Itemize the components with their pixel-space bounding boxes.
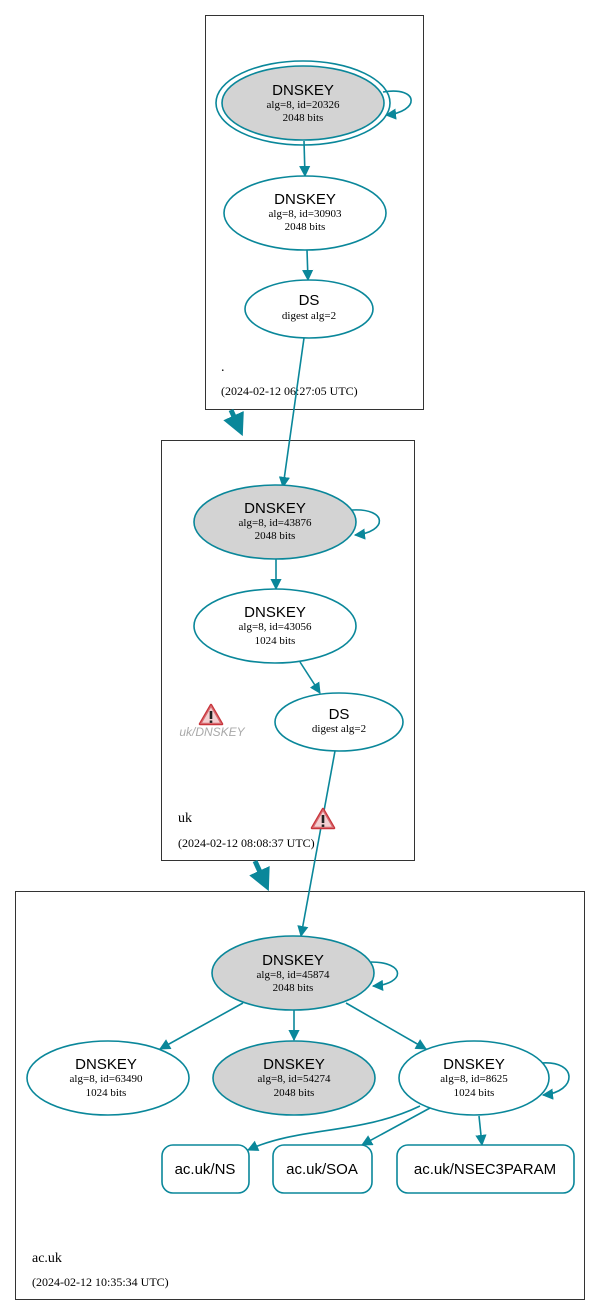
node-title: DS bbox=[329, 706, 350, 723]
node-detail: alg=8, id=43876 bbox=[239, 517, 312, 529]
edge-root-ksk-self bbox=[382, 90, 412, 120]
dnskey-node-root-zsk[interactable]: DNSKEY alg=8, id=30903 2048 bits bbox=[223, 175, 387, 251]
node-detail: alg=8, id=20326 bbox=[267, 99, 340, 111]
edge-root-ds-uk-ksk bbox=[278, 337, 305, 489]
edge-root-zsk-ds bbox=[302, 249, 314, 282]
node-bits: 1024 bits bbox=[255, 635, 296, 647]
node-bits: 2048 bits bbox=[255, 530, 296, 542]
node-bits: 2048 bits bbox=[285, 221, 326, 233]
node-title: DNSKEY bbox=[244, 604, 306, 621]
dnskey-node-acuk-zsk[interactable]: DNSKEY alg=8, id=8625 1024 bits bbox=[398, 1040, 550, 1116]
rrset-label: ac.uk/NS bbox=[175, 1161, 236, 1178]
zone-name-acuk: ac.uk bbox=[32, 1251, 62, 1266]
node-bits: 2048 bits bbox=[274, 1087, 315, 1099]
node-bits: 1024 bits bbox=[86, 1087, 127, 1099]
edge-ac-ksk-k1 bbox=[159, 1002, 244, 1050]
rrset-label: ac.uk/NSEC3PARAM bbox=[414, 1161, 556, 1178]
node-bits: 2048 bits bbox=[283, 112, 324, 124]
node-detail: digest alg=2 bbox=[282, 310, 336, 322]
node-detail: alg=8, id=8625 bbox=[440, 1073, 508, 1085]
zone-timestamp-root: (2024-02-12 06:27:05 UTC) bbox=[221, 384, 358, 398]
edge-ac-ksk-self bbox=[370, 961, 399, 991]
delegation-arrow-root-uk bbox=[223, 408, 244, 437]
rrset-node-soa[interactable]: ac.uk/SOA bbox=[272, 1144, 373, 1194]
warning-icon[interactable] bbox=[198, 703, 224, 726]
node-detail: alg=8, id=63490 bbox=[70, 1073, 143, 1085]
dnskey-node-uk-ksk[interactable]: DNSKEY alg=8, id=43876 2048 bits bbox=[193, 484, 357, 560]
zone-timestamp-acuk: (2024-02-12 10:35:34 UTC) bbox=[32, 1275, 169, 1289]
edge-ac-zsk-soa bbox=[361, 1107, 431, 1146]
ds-node-root[interactable]: DS digest alg=2 bbox=[244, 279, 374, 339]
node-detail: alg=8, id=30903 bbox=[269, 208, 342, 220]
dnskey-node-acuk-ksk[interactable]: DNSKEY alg=8, id=45874 2048 bits bbox=[211, 935, 375, 1011]
node-detail: alg=8, id=43056 bbox=[239, 621, 312, 633]
dnskey-node-acuk-54274[interactable]: DNSKEY alg=8, id=54274 2048 bits bbox=[212, 1040, 376, 1116]
rrset-node-nsec3param[interactable]: ac.uk/NSEC3PARAM bbox=[396, 1144, 575, 1194]
zone-name-uk: uk bbox=[178, 811, 192, 826]
zone-box-acuk bbox=[15, 891, 585, 1300]
node-title: DNSKEY bbox=[272, 82, 334, 99]
edge-ac-ksk-zsk bbox=[345, 1002, 427, 1050]
edge-root-ksk-zsk bbox=[299, 140, 311, 178]
node-detail: digest alg=2 bbox=[312, 723, 366, 735]
node-title: DNSKEY bbox=[75, 1056, 137, 1073]
edge-uk-ksk-self bbox=[351, 509, 381, 540]
node-detail: alg=8, id=54274 bbox=[258, 1073, 331, 1085]
node-title: DNSKEY bbox=[244, 500, 306, 517]
delegation-arrow-uk-acuk bbox=[249, 859, 270, 892]
edge-ac-zsk-ns bbox=[246, 1105, 421, 1151]
zone-box-root bbox=[205, 15, 424, 410]
warning-icon[interactable] bbox=[310, 807, 336, 830]
dnskey-node-acuk-63490[interactable]: DNSKEY alg=8, id=63490 1024 bits bbox=[26, 1040, 190, 1116]
node-title: DS bbox=[299, 292, 320, 309]
dnskey-node-uk-zsk[interactable]: DNSKEY alg=8, id=43056 1024 bits bbox=[193, 588, 357, 664]
edge-uk-ds-ac-ksk bbox=[297, 750, 336, 938]
node-bits: 1024 bits bbox=[454, 1087, 495, 1099]
node-detail: alg=8, id=45874 bbox=[257, 969, 330, 981]
node-bits: 2048 bits bbox=[273, 982, 314, 994]
node-title: DNSKEY bbox=[274, 191, 336, 208]
node-title: DNSKEY bbox=[263, 1056, 325, 1073]
edge-uk-zsk-ds bbox=[299, 661, 321, 694]
warning-label-uk-dnskey: uk/DNSKEY bbox=[179, 725, 245, 739]
rrset-label: ac.uk/SOA bbox=[286, 1161, 358, 1178]
edge-ac-zsk-nsec3param bbox=[475, 1115, 487, 1147]
rrset-node-ns[interactable]: ac.uk/NS bbox=[161, 1144, 250, 1194]
zone-box-uk bbox=[161, 440, 415, 861]
edge-ac-zsk-self bbox=[540, 1062, 570, 1100]
node-title: DNSKEY bbox=[443, 1056, 505, 1073]
node-title: DNSKEY bbox=[262, 952, 324, 969]
zone-name-root: . bbox=[221, 360, 225, 375]
dnskey-node-root-ksk[interactable]: DNSKEY alg=8, id=20326 2048 bits bbox=[215, 60, 391, 146]
zone-timestamp-uk: (2024-02-12 08:08:37 UTC) bbox=[178, 836, 315, 850]
ds-node-uk[interactable]: DS digest alg=2 bbox=[274, 692, 404, 752]
